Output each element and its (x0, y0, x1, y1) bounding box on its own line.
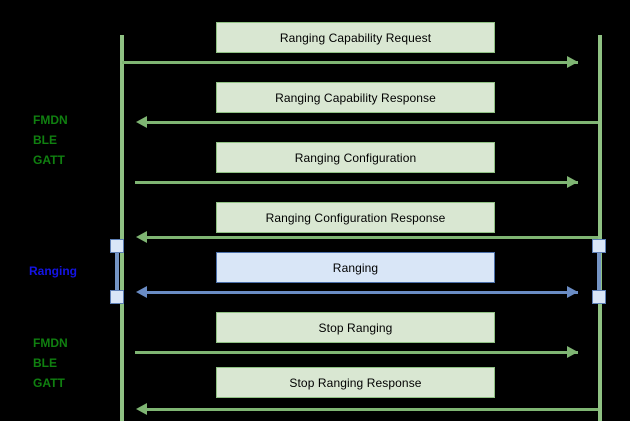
message-arrow-head-ranging-capability-request (567, 56, 578, 68)
message-arrow-line-ranging-capability-response (146, 121, 598, 124)
right-lifeline (598, 35, 602, 421)
message-box-stop-ranging-response: Stop Ranging Response (216, 367, 495, 398)
right-activation-end-node (592, 290, 606, 304)
message-arrow-head-ranging-configuration-response (136, 231, 147, 243)
message-box-ranging-capability-response: Ranging Capability Response (216, 82, 495, 113)
right-activation-start-node (592, 239, 606, 253)
message-arrow-head-ranging-configuration (567, 176, 578, 188)
message-box-ranging: Ranging (216, 252, 495, 283)
message-box-ranging-capability-request: Ranging Capability Request (216, 22, 495, 53)
message-arrow-head-ranging-right (567, 286, 578, 298)
message-arrow-line-stop-ranging-response (146, 408, 598, 411)
right-activation-bar (597, 239, 601, 297)
phase-label-fmdn-ble-gatt-top: FMDN BLE GATT (33, 113, 68, 167)
message-arrow-head-ranging-left (136, 286, 147, 298)
phase-label-fmdn-ble-gatt-bottom: FMDN BLE GATT (33, 336, 68, 390)
left-lifeline (120, 35, 124, 421)
message-arrow-line-ranging-configuration-response (146, 236, 598, 239)
message-arrow-head-stop-ranging-response (136, 403, 147, 415)
left-activation-bar (115, 239, 119, 297)
message-arrow-line-ranging-configuration (135, 181, 578, 184)
left-activation-end-node (110, 290, 124, 304)
message-box-ranging-configuration-response: Ranging Configuration Response (216, 202, 495, 233)
message-arrow-head-ranging-capability-response (136, 116, 147, 128)
left-activation-start-node (110, 239, 124, 253)
message-arrow-line-ranging (146, 291, 578, 294)
message-arrow-line-stop-ranging (135, 351, 578, 354)
phase-label-ranging: Ranging (29, 264, 77, 278)
message-arrow-line-ranging-capability-request (122, 61, 578, 64)
message-arrow-head-stop-ranging (567, 346, 578, 358)
message-box-ranging-configuration: Ranging Configuration (216, 142, 495, 173)
message-box-stop-ranging: Stop Ranging (216, 312, 495, 343)
